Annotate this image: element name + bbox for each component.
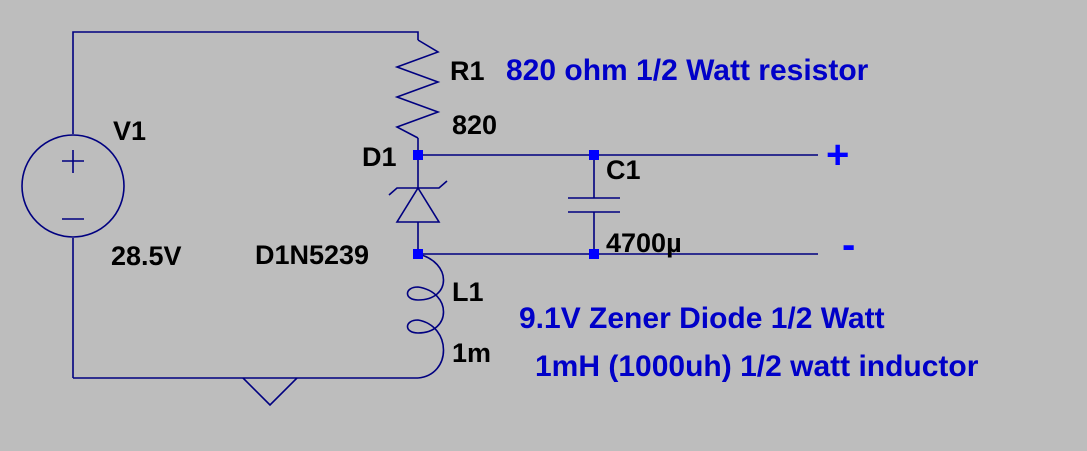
nodes xyxy=(413,150,599,259)
r1-ref-label: R1 xyxy=(450,56,485,86)
diode-cathode-bar xyxy=(388,180,448,196)
inductor-note: 1mH (1000uh) 1/2 watt inductor xyxy=(535,350,979,383)
v1-ref-label: V1 xyxy=(113,116,146,146)
resistor-r1[interactable] xyxy=(394,39,441,139)
wire-top xyxy=(72,31,419,134)
output-plus-label: + xyxy=(826,133,849,177)
c1-value-label: 4700µ xyxy=(606,228,682,258)
capacitor-c1[interactable] xyxy=(568,197,620,213)
v1-value-label: 28.5V xyxy=(111,241,182,271)
resistor-note: 820 ohm 1/2 Watt resistor xyxy=(506,54,869,87)
l1-value-label: 1m xyxy=(452,338,491,368)
voltage-source-v1[interactable] xyxy=(21,134,125,238)
node-c1-top xyxy=(589,150,599,160)
c1-ref-label: C1 xyxy=(606,155,641,185)
node-d1-bottom xyxy=(413,249,423,259)
inductor-l1[interactable] xyxy=(406,253,445,379)
l1-ref-label: L1 xyxy=(452,277,484,307)
ground-symbol xyxy=(242,377,298,407)
diode-triangle xyxy=(395,186,441,223)
diode-note: 9.1V Zener Diode 1/2 Watt xyxy=(519,302,885,335)
d1-value-label: D1N5239 xyxy=(255,240,369,270)
zener-diode-d1[interactable] xyxy=(388,180,448,223)
d1-ref-label: D1 xyxy=(362,142,397,172)
source-body xyxy=(21,134,125,238)
output-minus-label: - xyxy=(842,223,855,267)
node-c1-bottom xyxy=(589,249,599,259)
r1-value-label: 820 xyxy=(452,110,497,140)
wires xyxy=(72,31,818,379)
node-d1-top xyxy=(413,150,423,160)
